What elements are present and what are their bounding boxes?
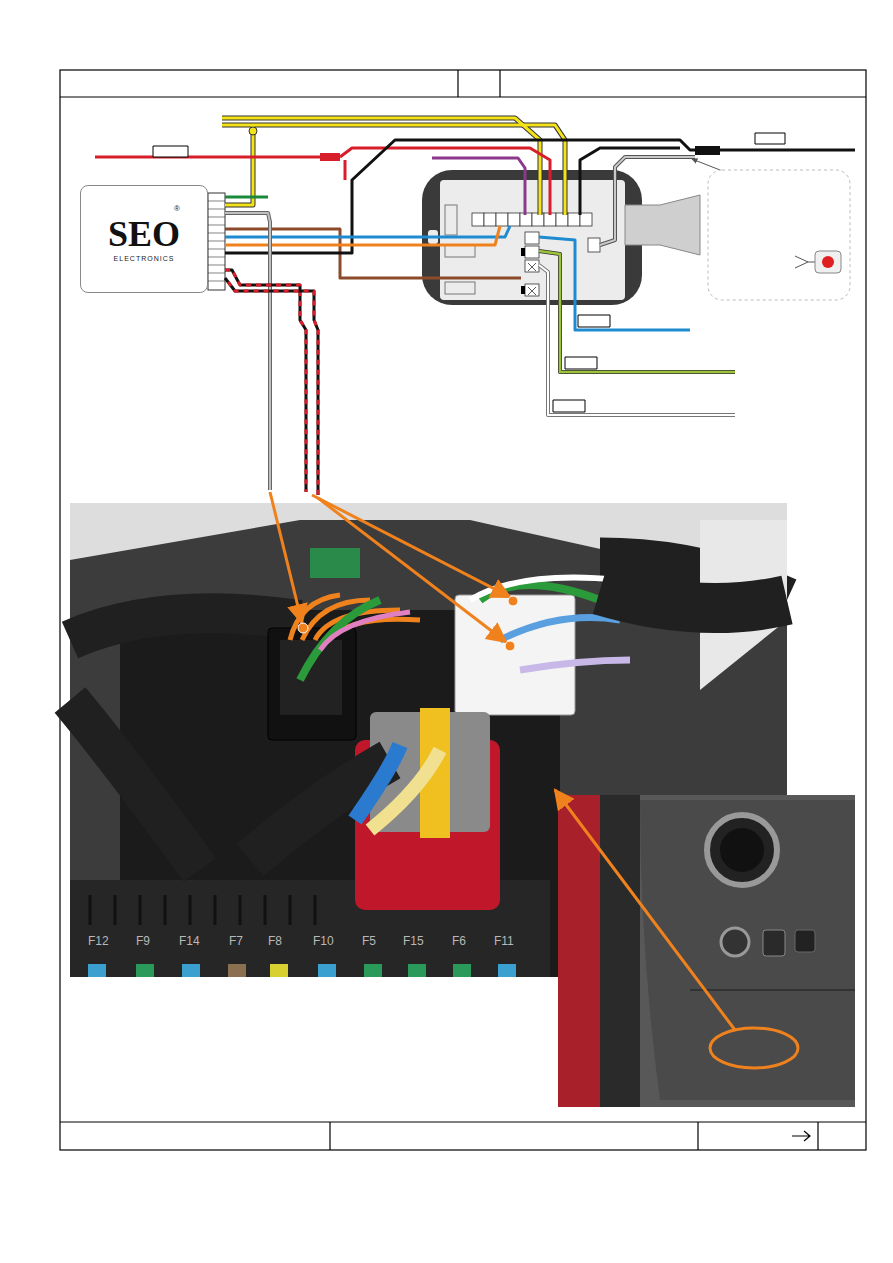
fuse-label: F15: [403, 934, 424, 948]
fuse-label: F9: [136, 934, 150, 948]
leader-lines: [270, 492, 735, 1030]
fuse-label: F8: [268, 934, 282, 948]
fuse-label: F7: [229, 934, 243, 948]
marker-dots: [298, 596, 518, 651]
logo-text: SEO: [108, 215, 180, 255]
fuse-label: F14: [179, 934, 200, 948]
wires: [95, 118, 855, 495]
registered-mark: ®: [174, 204, 180, 213]
dashboard-photo: [558, 795, 855, 1107]
fuse-label: F6: [452, 934, 466, 948]
fuse-label: F11: [494, 934, 514, 948]
detail-box: [708, 170, 850, 300]
logo-subtext: ELECTRONICS: [114, 255, 175, 263]
fuse-label: F12: [88, 934, 109, 948]
module-connector: [208, 193, 225, 290]
module-box: SEOELECTRONICS: [80, 185, 208, 293]
title-frame: [60, 70, 866, 1150]
fuse-label: F5: [362, 934, 376, 948]
fuse-label: F10: [313, 934, 334, 948]
